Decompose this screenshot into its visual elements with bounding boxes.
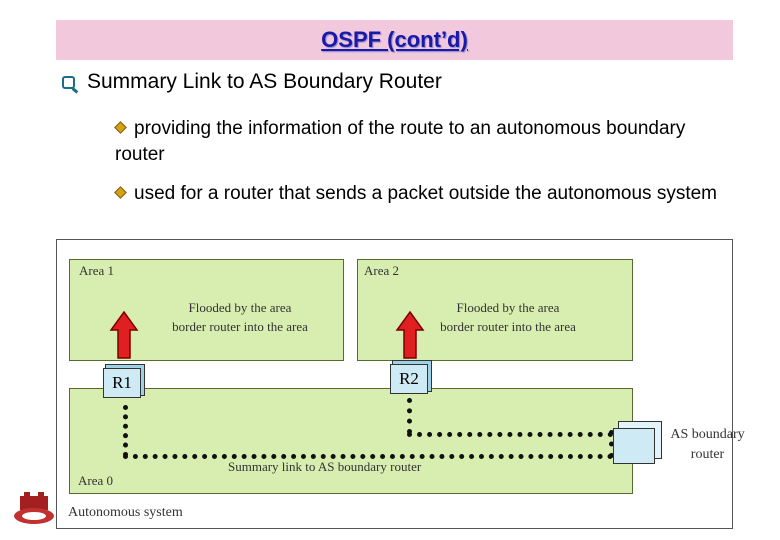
r2-flood-arrow-icon — [395, 310, 425, 359]
summary-link-label: Summary link to AS boundary router — [228, 459, 422, 474]
slide-heading: Summary Link to AS Boundary Router — [62, 70, 442, 94]
area-1-label: Area 1 — [79, 263, 115, 278]
bullet-item: providing the information of the route t… — [115, 116, 735, 168]
r2-dotted-path — [407, 398, 412, 434]
as-router-dotted-path — [609, 430, 614, 458]
checkbox-bullet-icon — [62, 75, 75, 89]
area-1-box: Area 1 Flooded by the area border router… — [69, 259, 344, 361]
area-1-flood-text: Flooded by the area border router into t… — [172, 300, 308, 334]
ospf-diagram: Area 1 Flooded by the area border router… — [56, 239, 745, 529]
diamond-bullet-icon — [115, 122, 126, 133]
title-bar: OSPF (cont’d) — [56, 20, 733, 60]
area-0-label: Area 0 — [78, 473, 114, 488]
slide-title: OSPF (cont’d) — [321, 27, 468, 52]
area-2-flood-text: Flooded by the area border router into t… — [440, 300, 576, 334]
area-2-box: Area 2 Flooded by the area border router… — [357, 259, 633, 361]
r1-dotted-path — [123, 405, 128, 457]
router-r1: R1 — [103, 368, 141, 398]
router-r2: R2 — [390, 364, 428, 394]
area-0-box: Area 0 Summary link to AS boundary route… — [69, 388, 633, 494]
university-logo-icon — [14, 492, 54, 524]
bullet-text: providing the information of the route t… — [115, 118, 686, 165]
r2-horizontal-path — [407, 432, 613, 437]
r1-flood-arrow-icon — [109, 310, 139, 359]
as-boundary-router-icon — [613, 428, 655, 464]
bullet-item: used for a router that sends a packet ou… — [115, 181, 735, 207]
area-2-label: Area 2 — [364, 263, 400, 278]
heading-text: Summary Link to AS Boundary Router — [87, 70, 442, 93]
bullet-text: used for a router that sends a packet ou… — [134, 183, 718, 204]
autonomous-system-label: Autonomous system — [68, 505, 183, 520]
summary-link-path — [123, 454, 613, 459]
diamond-bullet-icon — [115, 187, 126, 198]
as-boundary-router-label: AS boundary router — [670, 427, 745, 462]
